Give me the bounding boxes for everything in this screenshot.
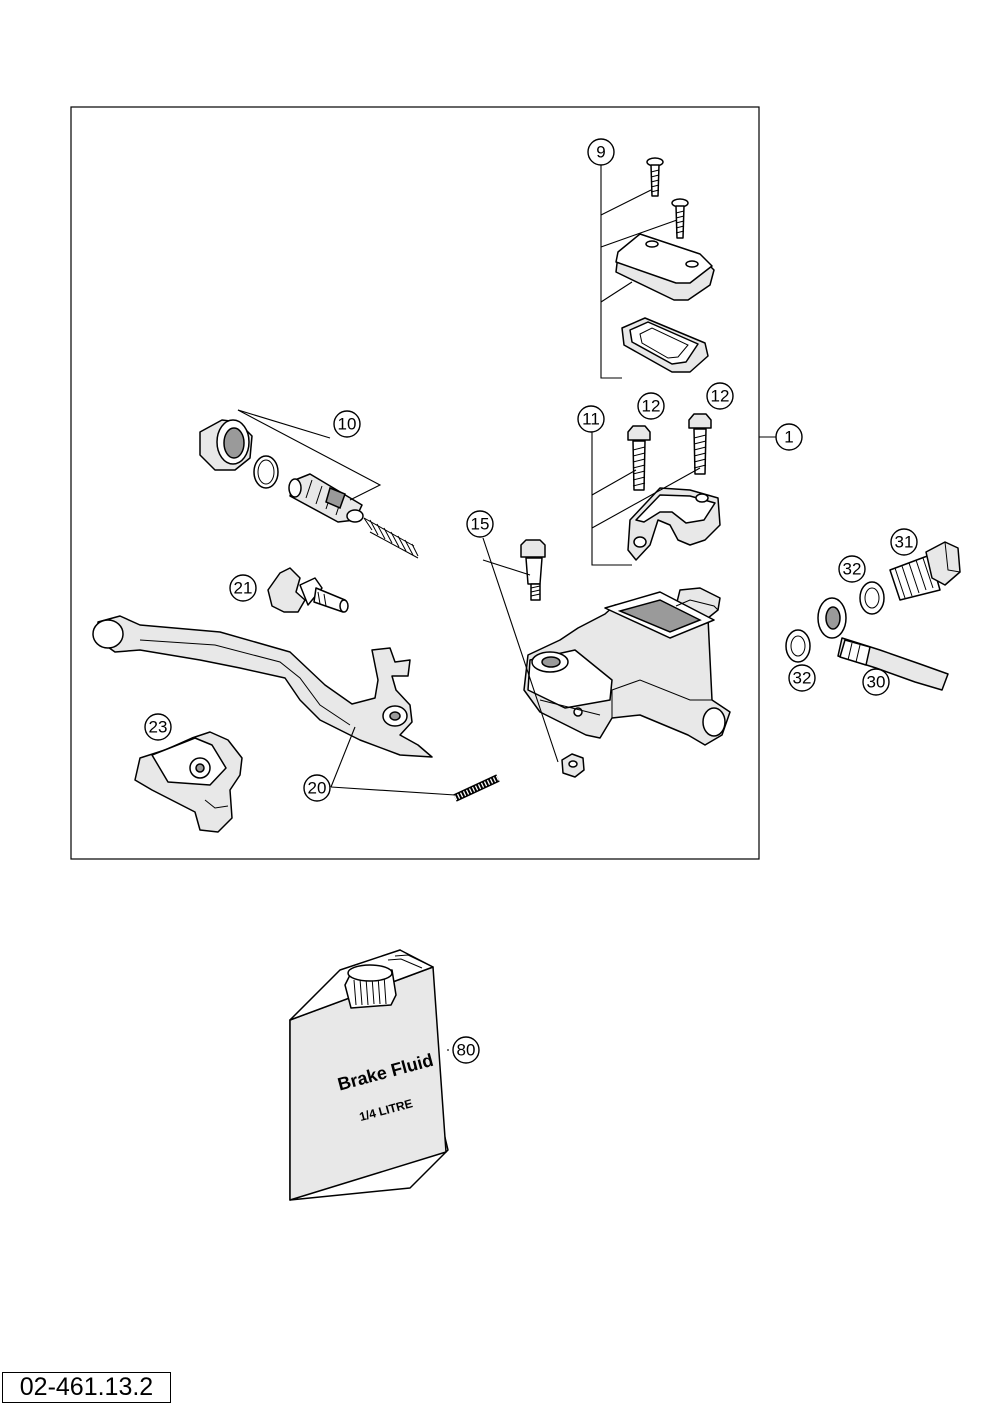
callout-20: 20 bbox=[303, 774, 331, 802]
svg-text:21: 21 bbox=[234, 579, 253, 598]
callout-9: 9 bbox=[587, 138, 615, 166]
svg-text:11: 11 bbox=[582, 410, 600, 429]
brake-lever bbox=[92, 615, 433, 758]
callout-23: 23 bbox=[144, 713, 172, 741]
svg-text:23: 23 bbox=[149, 718, 168, 737]
circlip bbox=[253, 455, 279, 489]
piston bbox=[288, 473, 364, 523]
brake-hose-group bbox=[785, 541, 961, 691]
pivot-bolt-group bbox=[482, 537, 585, 778]
svg-text:12: 12 bbox=[711, 387, 730, 406]
sealing-washer-lower bbox=[785, 629, 811, 663]
callout-12-left: 12 bbox=[637, 392, 665, 420]
lever-guard bbox=[134, 731, 243, 833]
callout-32-lower: 32 bbox=[788, 664, 816, 692]
callout-11: 11 bbox=[577, 405, 605, 433]
svg-text:10: 10 bbox=[338, 415, 357, 434]
reservoir-diaphragm bbox=[621, 317, 709, 373]
cover-screw-lower bbox=[671, 198, 689, 239]
callout-30: 30 bbox=[862, 668, 890, 696]
callout-10: 10 bbox=[333, 410, 361, 438]
svg-text:1: 1 bbox=[784, 428, 793, 447]
piston-kit-group bbox=[199, 409, 419, 559]
svg-text:31: 31 bbox=[895, 533, 914, 552]
svg-text:32: 32 bbox=[843, 560, 862, 579]
piston-spring bbox=[363, 517, 419, 559]
svg-text:15: 15 bbox=[471, 515, 490, 534]
lever-adjuster bbox=[267, 567, 349, 613]
brake-lever-group bbox=[92, 615, 500, 802]
sealing-washer-upper bbox=[859, 581, 885, 615]
callout-21: 21 bbox=[229, 574, 257, 602]
svg-text:20: 20 bbox=[308, 779, 327, 798]
lever-spring bbox=[453, 774, 500, 802]
svg-text:12: 12 bbox=[642, 397, 661, 416]
drawing-number: 02-461.13.2 bbox=[2, 1372, 171, 1403]
clamp-bolt-right bbox=[688, 413, 712, 475]
callout-80: 80 bbox=[452, 1036, 480, 1064]
callout-15: 15 bbox=[466, 510, 494, 538]
reservoir-cover-group bbox=[600, 157, 715, 379]
brake-hose bbox=[817, 597, 949, 691]
assembly-frame bbox=[70, 106, 760, 860]
callout-31: 31 bbox=[890, 528, 918, 556]
pivot-nut bbox=[561, 753, 585, 778]
reservoir-cover bbox=[615, 233, 715, 301]
clamp-bolt-left bbox=[627, 425, 651, 491]
banjo-bolt bbox=[889, 541, 961, 601]
handlebar-clamp bbox=[627, 487, 721, 561]
svg-text:30: 30 bbox=[867, 673, 886, 692]
brake-fluid-can: Brake Fluid 1/4 LITRE bbox=[289, 949, 449, 1201]
callout-12-right: 12 bbox=[706, 382, 734, 410]
callout-32-upper: 32 bbox=[838, 555, 866, 583]
pivot-bolt bbox=[520, 539, 546, 601]
piston-boot bbox=[199, 419, 253, 471]
master-cylinder-body bbox=[523, 587, 731, 746]
callout-1: 1 bbox=[775, 423, 803, 451]
handlebar-clamp-group bbox=[591, 413, 721, 566]
svg-text:9: 9 bbox=[596, 143, 605, 162]
svg-text:32: 32 bbox=[793, 669, 812, 688]
cover-screw-upper bbox=[646, 157, 664, 197]
svg-text:80: 80 bbox=[457, 1041, 476, 1060]
